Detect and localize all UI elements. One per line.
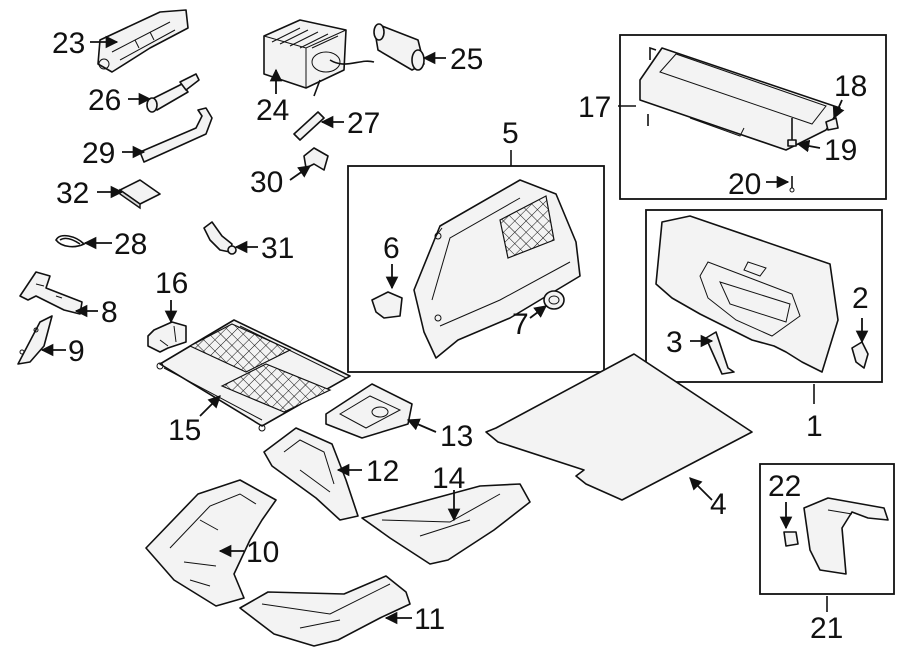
- callout-10: 10: [246, 536, 279, 569]
- group-box-1: [645, 209, 883, 383]
- callout-6: 6: [383, 232, 400, 265]
- clip-22-part: 22: [768, 470, 801, 547]
- callout-17: 17: [578, 91, 611, 124]
- callout-31: 31: [261, 232, 294, 265]
- tray-cover-part: 17: [578, 46, 841, 151]
- clip-19-part: 19: [787, 134, 857, 167]
- lug-wrench-part: 29: [82, 107, 213, 170]
- holder-part: 16: [147, 267, 188, 353]
- callout-7: 7: [512, 308, 529, 341]
- callout-29: 29: [82, 137, 115, 170]
- plug-7-part: 7: [512, 290, 565, 341]
- callout-24: 24: [256, 94, 289, 127]
- callout-2: 2: [852, 282, 869, 315]
- callout-arrow-15: [199, 395, 221, 417]
- callout-16: 16: [155, 267, 188, 300]
- foam-base-10-part: 10: [145, 479, 279, 607]
- foam-base-11-part: 11: [239, 575, 445, 647]
- clip-part: 30: [250, 147, 329, 199]
- callout-20: 20: [728, 168, 761, 201]
- callout-9: 9: [68, 335, 85, 368]
- callout-arrow-4: [689, 477, 713, 501]
- clip-18-part: 18: [825, 70, 867, 131]
- callout-21: 21: [810, 612, 843, 645]
- jack-part: 23: [52, 9, 189, 73]
- callout-arrow-13: [406, 418, 437, 433]
- bracket-3-part: 3: [666, 326, 735, 375]
- callout-13: 13: [440, 420, 473, 453]
- pin-part: 27: [293, 107, 380, 141]
- rear-panel-trim-part: 1: [655, 215, 839, 443]
- callout-arrow-30: [289, 165, 312, 181]
- callout-32: 32: [56, 177, 89, 210]
- small-panel-part: 9: [17, 315, 85, 368]
- callout-27: 27: [347, 107, 380, 140]
- callout-arrow-19: [796, 139, 821, 153]
- callout-30: 30: [250, 166, 283, 199]
- strap-part: 31: [203, 221, 294, 265]
- clip-2-part: 2: [851, 282, 869, 369]
- foam-tray-13-part: 13: [325, 383, 473, 453]
- clip-20-part: 20: [728, 168, 795, 201]
- callout-25: 25: [450, 43, 483, 76]
- callout-26: 26: [88, 84, 121, 117]
- clip-6-part: 6: [371, 232, 403, 319]
- bracket-part: 8: [19, 271, 118, 329]
- group-box-17: [619, 34, 887, 200]
- callout-23: 23: [52, 27, 85, 60]
- callout-28: 28: [114, 228, 147, 261]
- module-part: 32: [56, 177, 161, 210]
- callout-12: 12: [366, 455, 399, 488]
- group-box-21: [759, 463, 895, 595]
- foam-insert-12-part: 12: [263, 427, 399, 521]
- callout-8: 8: [101, 296, 118, 329]
- callout-arrow-18: [832, 99, 845, 120]
- compressor-part: 24: [256, 19, 375, 127]
- callout-1: 1: [806, 410, 823, 443]
- callout-15: 15: [168, 414, 201, 447]
- sealant-canister-part: 25: [373, 23, 483, 76]
- callout-4: 4: [710, 488, 727, 521]
- callout-18: 18: [834, 70, 867, 103]
- callout-22: 22: [768, 470, 801, 503]
- socket-part: 26: [88, 73, 200, 117]
- group-box-5: [347, 165, 605, 373]
- callout-19: 19: [824, 134, 857, 167]
- hook-part: 28: [55, 228, 147, 261]
- callout-3: 3: [666, 326, 683, 359]
- callout-11: 11: [414, 603, 445, 636]
- cargo-net-part: 15: [156, 319, 351, 447]
- side-panel-21-part: 21: [803, 497, 889, 645]
- trunk-mat-part: 4: [485, 353, 753, 521]
- foam-insert-14-part: 14: [361, 462, 531, 565]
- callout-14: 14: [432, 462, 465, 495]
- callout-5: 5: [502, 117, 519, 150]
- callout-arrow-7: [529, 305, 548, 319]
- side-trim-part: 5: [413, 117, 581, 359]
